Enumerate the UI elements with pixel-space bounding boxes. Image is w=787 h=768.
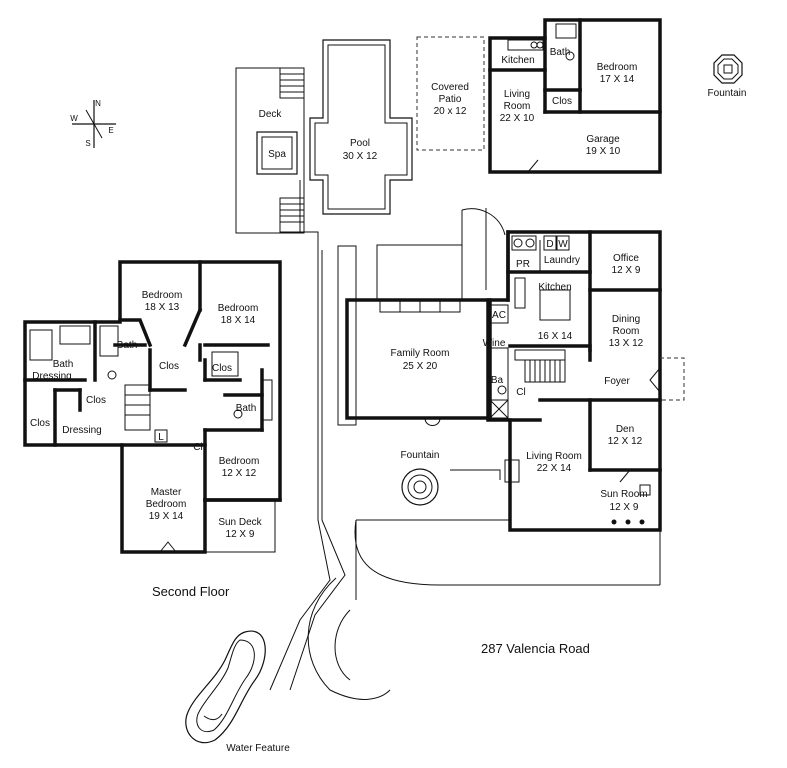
address-label: 287 Valencia Road [481, 641, 590, 656]
cl-2-label: Cl [193, 442, 202, 453]
family-size: 25 X 20 [403, 361, 438, 372]
gh-living-size: 22 X 10 [500, 113, 535, 124]
first-floor: Family Room 25 X 20 PR [345, 230, 685, 532]
master-size: 19 X 14 [149, 511, 184, 522]
clos-c-label: Clos [86, 395, 106, 406]
den-label: Den [616, 424, 634, 435]
water-feature: Water Feature [185, 630, 290, 754]
guest-house: Kitchen Bath Bedroom 17 X 14 Living Room… [488, 18, 662, 174]
site-paths [269, 180, 661, 700]
living-label: Living Room [526, 451, 582, 462]
gh-living-label: Living [504, 89, 530, 100]
clos-a-label: Clos [159, 361, 179, 372]
pool: Pool 30 X 12 [309, 39, 413, 215]
bed1-size: 18 X 13 [145, 302, 180, 313]
compass-w: W [70, 114, 78, 123]
compass-n: N [95, 99, 101, 108]
compass-icon: N S E W [70, 99, 116, 148]
clos-b-label: Clos [212, 363, 232, 374]
den-size: 12 X 12 [608, 436, 643, 447]
gh-bedroom-size: 17 X 14 [600, 74, 635, 85]
second-floor: Bedroom 18 X 13 Bedroom 18 X 14 Bath Bat… [23, 260, 282, 554]
ac-label: AC [492, 310, 506, 321]
patio-label-2: Patio [439, 94, 462, 105]
compass-e: E [108, 126, 113, 135]
sundeck-label: Sun Deck [218, 517, 262, 528]
l-label: L [158, 432, 164, 443]
kitchen-label: Kitchen [538, 282, 571, 293]
cl-label: Cl [516, 387, 525, 398]
wine-label: Wine [483, 338, 506, 349]
patio-label: Covered [431, 82, 469, 93]
pr-label: PR [516, 259, 530, 270]
w-label: W [558, 239, 568, 250]
dressing-b-label: Dressing [62, 425, 101, 436]
sunroom-label: Sun Room [600, 489, 647, 500]
dressing-a-label: Dressing [32, 371, 71, 382]
floor-label: Second Floor [152, 584, 230, 599]
foyer-label: Foyer [604, 376, 630, 387]
office-size: 12 X 9 [612, 265, 641, 276]
bed2-label: Bedroom [218, 303, 259, 314]
gh-kitchen-label: Kitchen [501, 55, 534, 66]
dining-label-2: Room [613, 326, 640, 337]
kitchen-size: 16 X 14 [538, 331, 573, 342]
bed2-size: 18 X 14 [221, 315, 256, 326]
master-label: Master [151, 487, 182, 498]
compass-s: S [85, 139, 90, 148]
gh-clos-label: Clos [552, 96, 572, 107]
bed3-label: Bedroom [219, 456, 260, 467]
ba-label: Ba [491, 375, 504, 386]
clos-d-label: Clos [30, 418, 50, 429]
pool-size: 30 X 12 [343, 151, 378, 162]
fountain-garden-label: Fountain [708, 88, 747, 99]
fountain-front: Fountain [401, 450, 440, 506]
bath-b-label: Bath [53, 359, 74, 370]
pool-label: Pool [350, 138, 370, 149]
living-size: 22 X 14 [537, 463, 572, 474]
bath-a-label: Bath [117, 340, 138, 351]
water-feature-label: Water Feature [226, 743, 290, 754]
gh-garage-size: 19 X 10 [586, 146, 621, 157]
fountain-garden: Fountain [708, 54, 747, 99]
deck-label: Deck [259, 109, 283, 120]
d-label: D [546, 239, 553, 250]
laundry-label: Laundry [544, 255, 580, 266]
sunroom-size: 12 X 9 [610, 502, 639, 513]
bath-c-label: Bath [236, 403, 257, 414]
spa: Spa [256, 131, 298, 175]
bed1-label: Bedroom [142, 290, 183, 301]
bed3-size: 12 X 12 [222, 468, 257, 479]
spa-label: Spa [268, 149, 286, 160]
family-label: Family Room [391, 348, 450, 359]
dining-size: 13 X 12 [609, 338, 644, 349]
office-label: Office [613, 253, 639, 264]
patio-size: 20 x 12 [434, 106, 467, 117]
sundeck-size: 12 X 9 [226, 529, 255, 540]
gh-garage-label: Garage [586, 134, 620, 145]
gh-bath-label: Bath [550, 47, 571, 58]
dining-label: Dining [612, 314, 640, 325]
gh-living-label-2: Room [504, 101, 531, 112]
deck: Deck [235, 67, 305, 234]
master-label-2: Bedroom [146, 499, 187, 510]
gh-bedroom-label: Bedroom [597, 62, 638, 73]
fountain-front-label: Fountain [401, 450, 440, 461]
covered-patio: Covered Patio 20 x 12 [416, 36, 485, 151]
